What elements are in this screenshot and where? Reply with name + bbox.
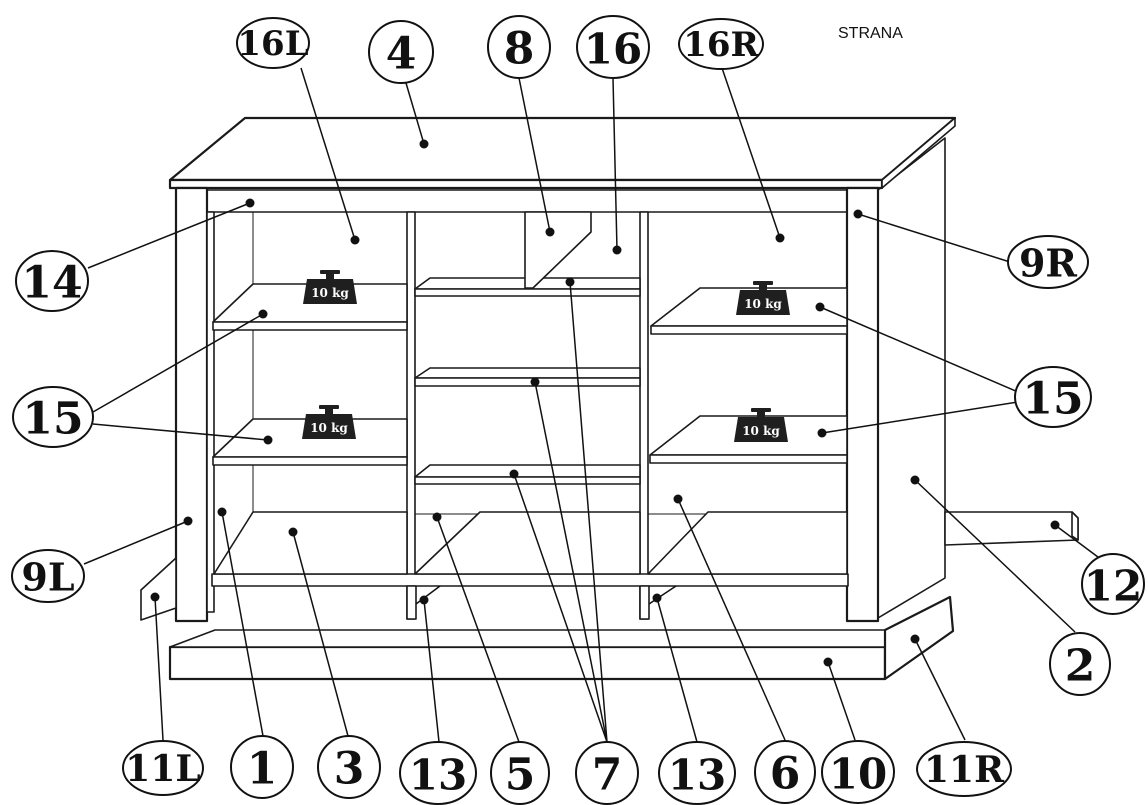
weight-icon: 10 kg (734, 408, 788, 442)
left-side-panel (174, 186, 209, 623)
cabinet-body (140, 116, 1079, 681)
bottom-board-mid-cavity (414, 511, 641, 575)
left-shelf-lower-edge (212, 456, 408, 466)
callout-label: 16 (584, 25, 642, 74)
leader-lines (83, 67, 1111, 743)
callout-label: 6 (770, 749, 801, 800)
left-shelf-upper-edge (212, 321, 408, 331)
inner-left-upright (206, 211, 215, 613)
callout-4: 4 (368, 20, 434, 84)
foot-left (140, 557, 177, 621)
side-label: STRANA (838, 25, 903, 42)
callout-6: 6 (754, 740, 816, 804)
right-shelf-upper-edge (650, 325, 848, 335)
callout-9L: 9L (11, 549, 85, 603)
small-vertical-panel (524, 211, 592, 289)
callout-16R: 16R (678, 18, 764, 70)
callout-label: 2 (1065, 641, 1096, 692)
right-side-panel (877, 137, 946, 619)
weight-icon: 10 kg (302, 405, 356, 439)
callout-label: 9R (1019, 241, 1077, 286)
callout-12: 12 (1081, 553, 1145, 615)
bottom-board-left-cavity (213, 511, 408, 575)
callout-8: 8 (487, 15, 551, 79)
foot-middle-right (639, 585, 650, 620)
middle-shelf-2 (414, 367, 641, 379)
callout-label: 10 (829, 750, 887, 799)
callout-16L: 16L (236, 17, 310, 69)
middle-shelf-3-edge (414, 476, 641, 485)
plinth-front (168, 645, 887, 681)
right-shelf-lower-edge (649, 454, 848, 464)
callout-15-left: 15 (12, 386, 94, 448)
weight-label: 10 kg (744, 297, 782, 311)
middle-shelf-2-edge (414, 377, 641, 387)
leader-dots (150, 139, 1060, 667)
bottom-board-right-cavity (647, 511, 848, 575)
weight-label: 10 kg (311, 286, 349, 300)
back-rail-part (944, 511, 1079, 546)
callout-label: 15 (1022, 374, 1083, 425)
callout-label: 9L (21, 555, 74, 600)
right-front-upright (845, 186, 880, 623)
callout-label: 5 (505, 750, 536, 801)
middle-shelf-3 (414, 464, 641, 478)
front-top-rail (206, 189, 848, 213)
callout-label: 14 (21, 258, 82, 309)
callout-10: 10 (821, 740, 895, 804)
weight-label: 10 kg (742, 424, 780, 438)
plinth-top (169, 629, 886, 648)
callout-label: 3 (334, 744, 365, 795)
callout-2: 2 (1049, 632, 1111, 696)
middle-divider-left (406, 211, 416, 620)
weight-icon: 10 kg (736, 281, 790, 315)
callout-label: 11L (125, 748, 200, 790)
callout-16: 16 (576, 15, 650, 79)
back-rail-end (1071, 511, 1079, 541)
weight-icon: 10 kg (303, 270, 357, 304)
callout-label: 11R (924, 749, 1005, 791)
callout-label: 13 (668, 751, 726, 800)
middle-shelf-1-edge (414, 288, 641, 297)
callout-15-right: 15 (1014, 366, 1092, 428)
weight-label: 10 kg (310, 421, 348, 435)
callout-label: 16L (237, 24, 308, 64)
foot-middle-right-edge (648, 585, 677, 605)
callout-3: 3 (317, 735, 381, 799)
callout-9R: 9R (1007, 235, 1089, 289)
callout-label: 1 (247, 744, 278, 795)
callout-13-left: 13 (399, 741, 477, 805)
callout-13-right: 13 (658, 741, 736, 805)
top-board-side (881, 117, 956, 189)
callout-14: 14 (15, 250, 89, 312)
callout-label: 13 (409, 751, 467, 800)
callout-5: 5 (490, 741, 550, 805)
callout-label: 7 (592, 750, 623, 801)
callout-label: 15 (22, 394, 83, 445)
callout-label: 16R (683, 25, 759, 65)
top-board-front (168, 178, 884, 190)
middle-divider-right (639, 211, 649, 620)
callout-label: 8 (504, 24, 535, 75)
callout-label: 4 (386, 29, 417, 80)
top-board (168, 116, 957, 182)
callout-11R: 11R (916, 741, 1012, 797)
foot-middle-left (406, 585, 417, 620)
callout-7: 7 (575, 741, 639, 805)
callout-1: 1 (230, 735, 294, 799)
callout-label: 12 (1084, 562, 1142, 611)
callout-11L: 11L (122, 740, 204, 796)
